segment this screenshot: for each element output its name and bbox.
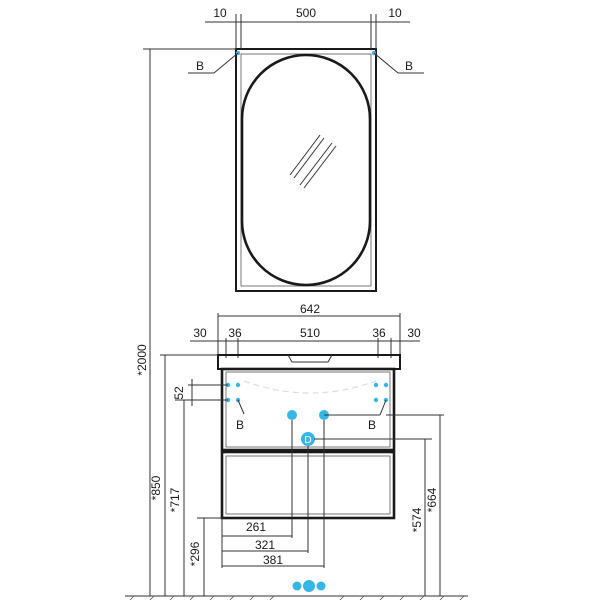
- height-664-label: *664: [425, 487, 439, 512]
- cabinet-b-leaders: B B: [236, 399, 387, 432]
- height-574-label: *574: [410, 507, 424, 532]
- cabinet-mount-point-left-top-2: [235, 382, 241, 388]
- height-296-dimension: *296: [188, 517, 222, 596]
- floor: [125, 595, 468, 600]
- mirror-b-leaders: B B: [188, 52, 424, 74]
- cabinet-inner-width-label: 510: [300, 326, 320, 340]
- height-717-label: *717: [168, 487, 182, 512]
- floor-drain: [303, 580, 315, 592]
- height-574-dimension: *574: [314, 438, 432, 596]
- cabinet-b-left-label: B: [236, 418, 244, 432]
- height-664-dimension: *664: [386, 414, 444, 596]
- basin-hidden-outline: [243, 380, 377, 394]
- mirror-right-margin-label: 10: [388, 6, 402, 20]
- bracket-height-label: 52: [172, 386, 186, 400]
- height-296-label: *296: [188, 541, 202, 566]
- basin-recess: [287, 354, 333, 363]
- reflection-glint: [289, 134, 337, 189]
- height-850-label: *850: [149, 475, 163, 500]
- bracket-height-dimension: 52: [172, 379, 228, 406]
- total-height-label: *2000: [135, 344, 149, 376]
- cabinet-left-inner-label: 36: [228, 326, 242, 340]
- mirror-oval: [240, 53, 372, 287]
- cabinet-mount-point-right-top-2: [383, 382, 389, 388]
- floor-pipe-points: [292, 580, 326, 592]
- mirror-top-dimension: 10 500 10: [205, 6, 410, 49]
- cabinet-right-inner-label: 36: [372, 326, 386, 340]
- mirror: [235, 48, 377, 292]
- mirror-left-margin-label: 10: [213, 6, 227, 20]
- offset-381-label: 381: [263, 553, 283, 567]
- water-inlet-left: [287, 410, 297, 420]
- floor-inlet-left: [292, 581, 302, 591]
- mirror-b-right-label: B: [405, 59, 413, 73]
- cabinet-b-right-label: B: [368, 418, 376, 432]
- cabinet-top-dimension: 642 30 36 510 36 30: [190, 302, 421, 358]
- height-717-dimension: *717: [168, 399, 228, 596]
- total-height-dimension: *2000: [135, 48, 236, 596]
- height-850-dimension: *850: [149, 354, 218, 596]
- horizontal-offset-dimensions: 261 321 381: [221, 420, 325, 568]
- mirror-width-label: 500: [296, 6, 316, 20]
- vanity-cabinet: D: [217, 354, 401, 520]
- drain-point-label: D: [304, 435, 311, 446]
- mirror-b-left-label: B: [196, 59, 204, 73]
- floor-inlet-right: [316, 581, 326, 591]
- cabinet-mount-point-right-top: [373, 382, 379, 388]
- offset-321-label: 321: [255, 538, 275, 552]
- cabinet-total-width-label: 642: [300, 302, 320, 316]
- drain-point: [301, 432, 315, 446]
- cabinet-mount-point-right-bottom: [373, 397, 379, 403]
- mirror-outer-frame: [235, 48, 377, 292]
- cabinet-right-offset-label: 30: [407, 326, 421, 340]
- mirror-inner-frame: [240, 53, 372, 287]
- offset-261-label: 261: [246, 520, 266, 534]
- cabinet-left-offset-label: 30: [193, 326, 207, 340]
